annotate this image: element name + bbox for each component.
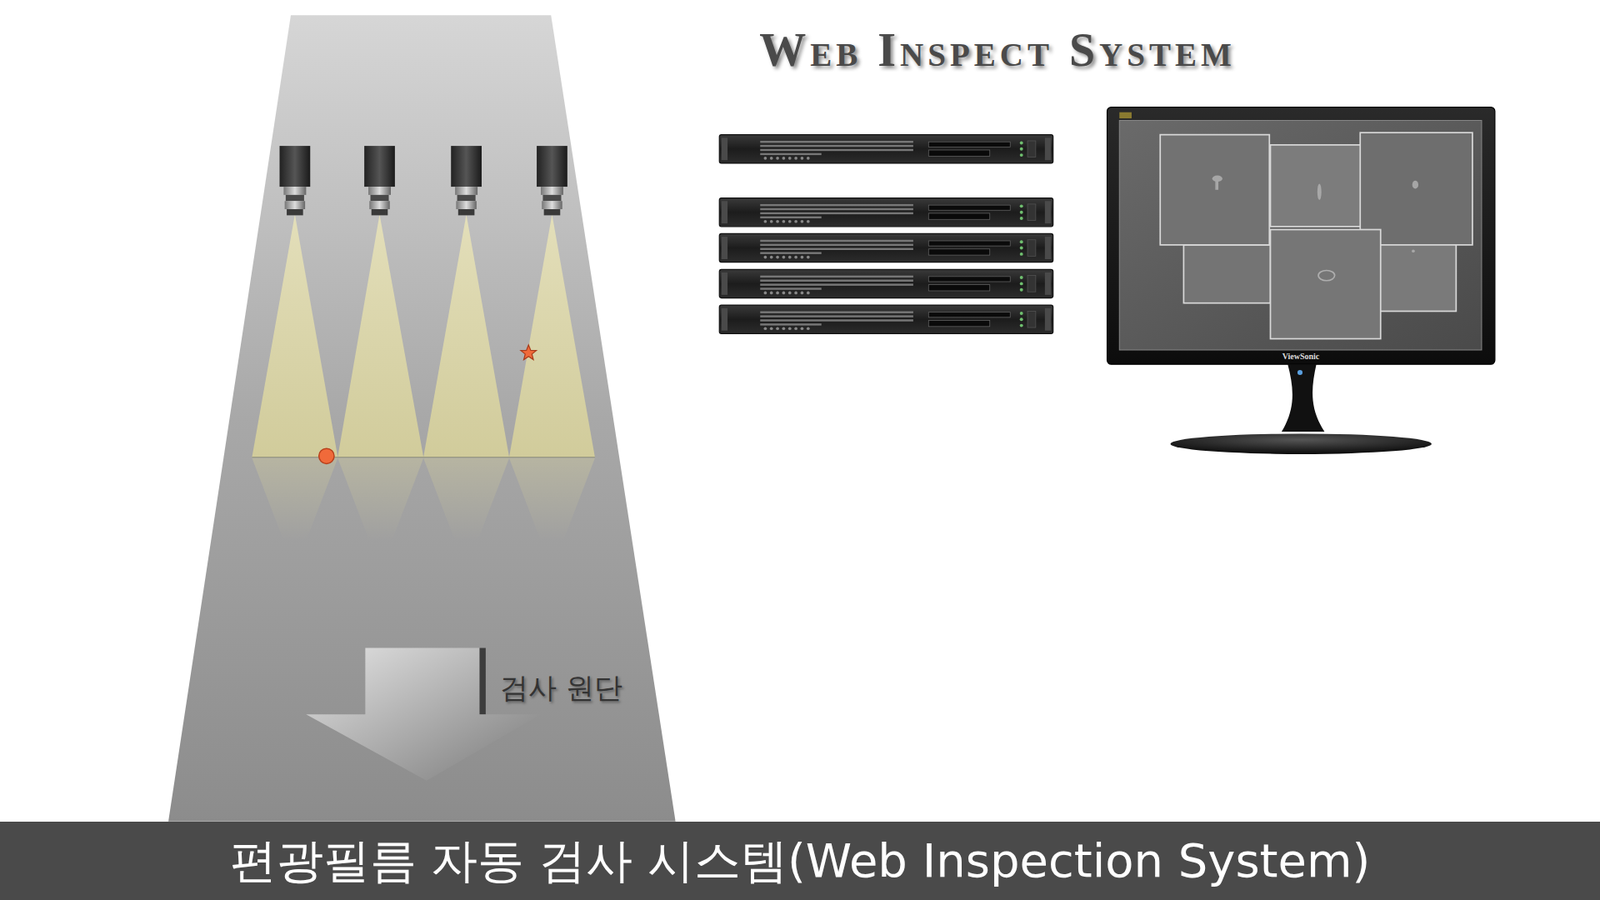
travel-arrow xyxy=(305,648,541,781)
brand-label: ViewSonic xyxy=(1282,351,1320,362)
light-cones xyxy=(251,214,595,541)
material-label: 검사 원단 xyxy=(500,671,623,705)
defect-dot xyxy=(319,448,335,464)
caption-text: 편광필름 자동 검사 시스템(Web Inspection System) xyxy=(230,834,1371,888)
system-title: Web Inspect System xyxy=(759,23,1236,77)
server-racks xyxy=(719,135,1053,335)
line-scan-cameras xyxy=(280,145,568,215)
caption-bar xyxy=(0,821,1600,900)
film-web xyxy=(168,15,676,821)
defect-star xyxy=(520,345,537,360)
monitor xyxy=(1107,107,1495,455)
